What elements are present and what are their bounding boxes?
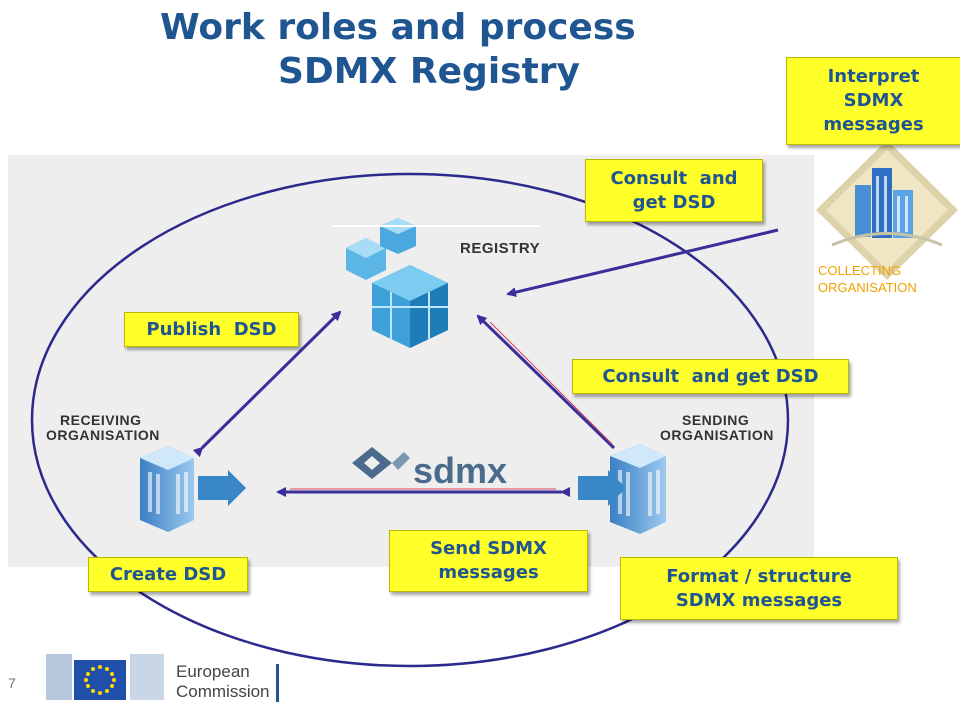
page-number: 7 [8,675,16,691]
arrow-sending-red-accent [489,321,613,445]
role-consult-get-dsd-right: Consult and get DSD [572,359,849,394]
sdmx-logo-icon [352,447,410,479]
process-ellipse [30,172,790,668]
sdmx-logo-text: sdmx [413,450,508,491]
role-publish-dsd: Publish DSD [124,312,299,347]
collecting-building-icon [816,140,958,280]
arrow-sending-to-registry [476,314,616,450]
sending-building-icon [578,444,666,534]
registry-cube-icon [346,218,448,348]
registry-separator [333,225,540,227]
title-line-1: Work roles and process [160,7,636,48]
receiving-building-icon [140,446,246,532]
sending-organisation-label: SENDING ORGANISATION [660,412,774,443]
eu-flag-icon [46,654,164,700]
brand-divider [276,664,279,702]
title-line-2: SDMX Registry [278,51,581,92]
receiving-organisation-label: RECEIVING ORGANISATION [46,412,160,443]
registry-label: REGISTRY [460,240,541,257]
collecting-organisation-label: COLLECTING ORGANISATION [818,263,917,295]
european-commission-logo-text: European Commission [176,662,270,701]
role-create-dsd: Create DSD [88,557,248,592]
arrow-collecting-to-registry [506,228,779,298]
arrow-receiving-to-registry [192,310,342,458]
